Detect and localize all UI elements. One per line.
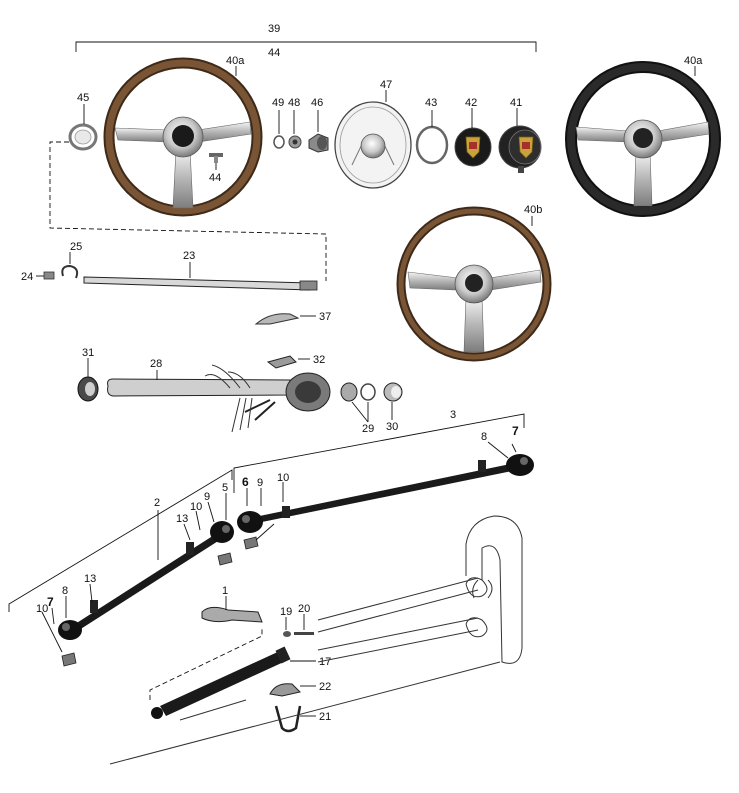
steering-damper-icon bbox=[151, 646, 291, 719]
bolt-24-icon bbox=[43, 271, 55, 280]
label-42: 42 bbox=[465, 97, 477, 109]
label-28: 28 bbox=[150, 358, 162, 370]
label-2: 2 bbox=[154, 497, 160, 509]
bracket-37-icon bbox=[254, 313, 300, 325]
label-10-low: 10 bbox=[36, 603, 48, 615]
label-13-bottom: 13 bbox=[84, 573, 96, 585]
label-20: 20 bbox=[298, 603, 310, 615]
label-3: 3 bbox=[450, 409, 456, 421]
label-6: 6 bbox=[242, 475, 249, 489]
label-21: 21 bbox=[319, 711, 331, 723]
seal-ring-43-icon bbox=[415, 125, 449, 165]
label-48: 48 bbox=[288, 97, 300, 109]
bushing-29-icon bbox=[340, 382, 376, 402]
steering-wheel-black-icon bbox=[565, 61, 721, 217]
washer-49-icon bbox=[273, 135, 285, 149]
bolt-20-icon bbox=[294, 632, 314, 635]
seal-31-icon bbox=[77, 376, 99, 402]
label-10-mid: 10 bbox=[277, 472, 289, 484]
tie-rod-left-icon bbox=[58, 521, 234, 640]
steering-wheel-icon bbox=[103, 57, 263, 217]
label-23: 23 bbox=[183, 250, 195, 262]
label-5: 5 bbox=[222, 482, 228, 494]
label-9-left: 9 bbox=[204, 491, 210, 503]
label-32: 32 bbox=[313, 354, 325, 366]
nut-10-low-icon bbox=[61, 652, 77, 667]
label-37: 37 bbox=[319, 311, 331, 323]
label-31: 31 bbox=[82, 347, 94, 359]
label-40a-right: 40a bbox=[684, 55, 703, 67]
label-9-mid: 9 bbox=[257, 477, 263, 489]
label-44-top: 44 bbox=[268, 47, 280, 59]
label-41: 41 bbox=[510, 97, 522, 109]
label-17: 17 bbox=[319, 656, 331, 668]
switch-32-icon bbox=[266, 355, 297, 369]
label-29: 29 bbox=[362, 423, 374, 435]
label-22: 22 bbox=[319, 681, 331, 693]
label-25: 25 bbox=[70, 241, 82, 253]
clamp-22-icon bbox=[269, 683, 301, 697]
hub-46-icon bbox=[308, 133, 329, 153]
label-43: 43 bbox=[425, 97, 437, 109]
label-13-top: 13 bbox=[176, 513, 188, 525]
screw-44-icon bbox=[209, 153, 223, 163]
horn-button-41-icon bbox=[498, 125, 542, 173]
label-47: 47 bbox=[380, 79, 392, 91]
horn-button-icon bbox=[454, 127, 492, 167]
steering-wheel-wood-40b-icon bbox=[396, 206, 552, 362]
label-19: 19 bbox=[280, 606, 292, 618]
ring-45-icon bbox=[68, 123, 98, 151]
label-8-left: 8 bbox=[62, 585, 68, 597]
label-1: 1 bbox=[222, 585, 228, 597]
label-45: 45 bbox=[77, 92, 89, 104]
bracket-1-icon bbox=[201, 606, 263, 623]
label-40b: 40b bbox=[524, 204, 542, 216]
label-8-right: 8 bbox=[481, 431, 487, 443]
tie-rod-icon bbox=[237, 454, 534, 533]
label-7-left: 7 bbox=[47, 595, 54, 609]
bracket-39-44: 39 44 bbox=[75, 23, 537, 59]
steering-column-icon bbox=[107, 364, 331, 433]
clip-25-icon bbox=[61, 264, 79, 279]
label-7-right: 7 bbox=[512, 424, 519, 438]
label-10-left: 10 bbox=[190, 501, 202, 513]
nut-10-left-icon bbox=[217, 552, 233, 566]
nut-48-icon bbox=[288, 135, 302, 149]
label-49: 49 bbox=[272, 97, 284, 109]
column-shaft-23-icon bbox=[83, 276, 318, 291]
label-30: 30 bbox=[386, 421, 398, 433]
nut-10-mid-icon bbox=[243, 536, 259, 550]
horn-plate-47-icon bbox=[334, 101, 412, 189]
label-46: 46 bbox=[311, 97, 323, 109]
bushing-30-icon bbox=[383, 382, 403, 402]
label-44: 44 bbox=[209, 172, 221, 184]
u-bolt-21-icon bbox=[274, 705, 302, 733]
axle-frame-outline bbox=[109, 515, 523, 765]
label-40a-left: 40a bbox=[226, 55, 245, 67]
nut-19-icon bbox=[283, 631, 291, 637]
label-39: 39 bbox=[268, 23, 280, 35]
label-24: 24 bbox=[21, 271, 33, 283]
